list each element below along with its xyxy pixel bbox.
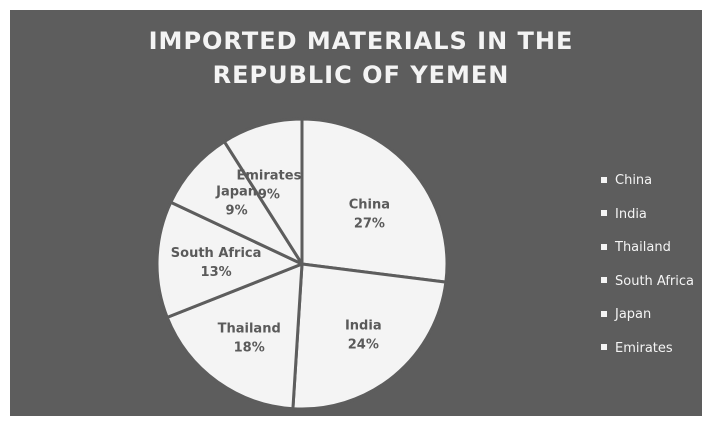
chart-title-line-2: REPUBLIC OF YEMEN xyxy=(212,61,510,89)
slice-label-south-africa: South Africa xyxy=(171,246,262,261)
legend-marker-china xyxy=(601,176,607,183)
legend-item-japan: Japan xyxy=(601,305,694,339)
pie-slice-thailand xyxy=(165,262,304,411)
chart-title: IMPORTED MATERIALS IN THE REPUBLIC OF YE… xyxy=(0,24,712,92)
slice-value-emirates: 9% xyxy=(258,188,280,203)
legend-label-india: India xyxy=(615,206,647,222)
slice-value-japan: 9% xyxy=(226,204,248,219)
slice-label-china: China xyxy=(349,198,390,213)
legend-label-south-africa: South Africa xyxy=(615,273,694,289)
legend-marker-thailand xyxy=(601,243,607,250)
legend-item-south-africa: South Africa xyxy=(601,272,694,306)
slice-value-south-africa: 13% xyxy=(201,265,232,280)
legend-marker-japan xyxy=(601,310,607,317)
legend-label-emirates: Emirates xyxy=(615,340,673,356)
legend-item-india: India xyxy=(601,205,694,239)
legend-label-thailand: Thailand xyxy=(615,240,671,255)
legend-marker-south-africa xyxy=(601,277,607,283)
slice-label-india: India xyxy=(345,318,382,333)
slice-label-thailand: Thailand xyxy=(218,322,281,337)
legend-label-china: China xyxy=(615,173,653,188)
legend-marker-emirates xyxy=(601,344,607,350)
legend-marker-india xyxy=(601,210,607,216)
slice-value-china: 27% xyxy=(354,217,385,232)
pie-slice-india xyxy=(291,262,448,411)
legend-item-china: China xyxy=(601,171,694,205)
legend-item-thailand: Thailand xyxy=(601,238,694,272)
pie-slice-emirates xyxy=(222,117,304,266)
slice-label-emirates: Emirates xyxy=(236,169,301,184)
pie-slice-japan xyxy=(169,140,304,266)
slice-value-thailand: 18% xyxy=(234,341,265,356)
pie-slice-south-africa xyxy=(155,200,304,319)
chart-title-line-1: IMPORTED MATERIALS IN THE xyxy=(148,27,574,55)
pie-slice-china xyxy=(300,117,449,284)
legend-label-japan: Japan xyxy=(615,307,652,322)
slice-label-japan: Japan xyxy=(215,185,257,200)
legend-item-emirates: Emirates xyxy=(601,339,694,373)
slice-value-india: 24% xyxy=(348,337,379,352)
